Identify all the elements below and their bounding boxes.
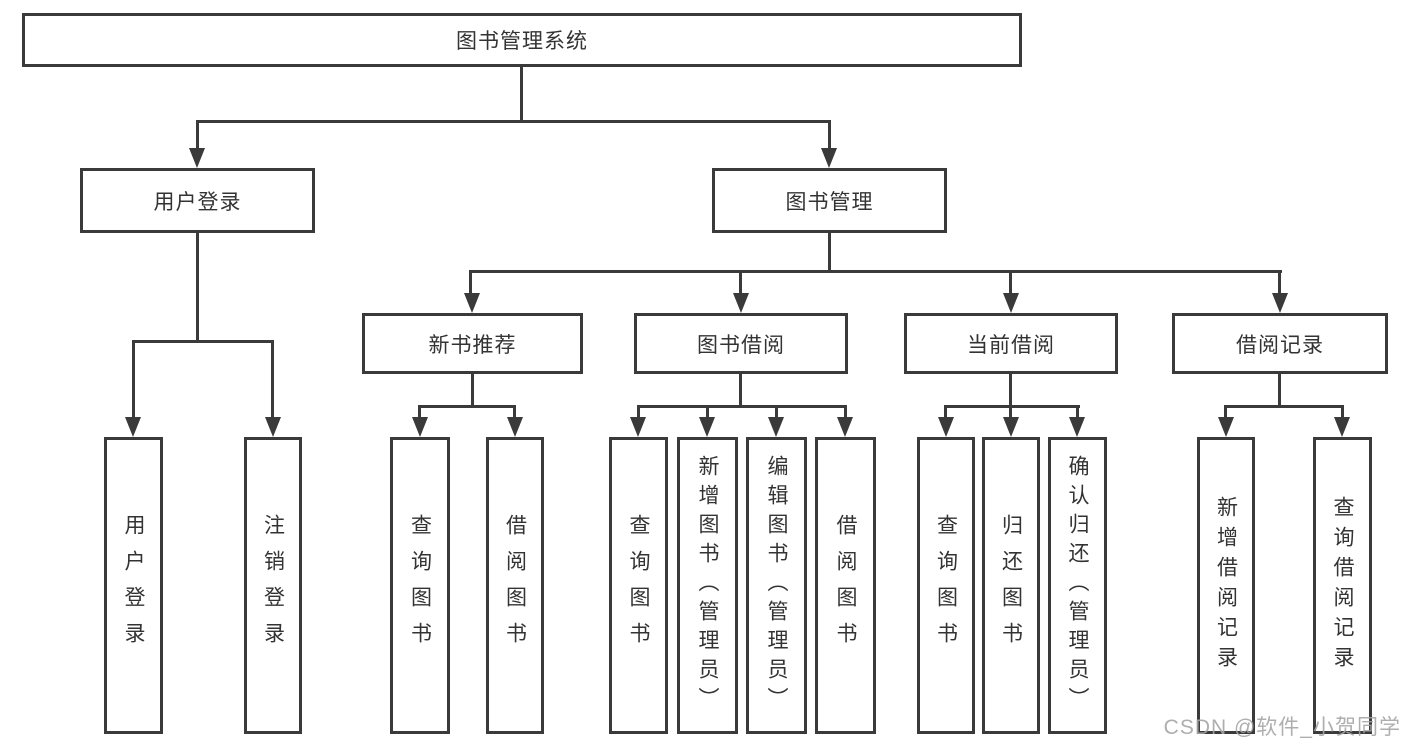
arrow-down-icon xyxy=(412,417,428,437)
arrow-down-icon xyxy=(733,293,749,313)
connector-line xyxy=(844,405,847,417)
connector-line xyxy=(1341,405,1344,417)
leaf-add-borrow-record-label: 新增借阅记录 xyxy=(1214,495,1238,676)
arrow-down-icon xyxy=(464,293,480,313)
arrow-down-icon xyxy=(837,417,853,437)
connector-line xyxy=(739,374,742,405)
leaf-logout: 注销登录 xyxy=(244,437,302,734)
connector-line xyxy=(739,270,742,293)
leaf-logout-label: 注销登录 xyxy=(261,513,285,658)
leaf-confirm-return-admin-label: 确认归还（管理员） xyxy=(1066,455,1089,716)
leaf-user-login-label: 用户登录 xyxy=(122,513,145,658)
connector-line xyxy=(196,233,199,340)
node-root-label: 图书管理系统 xyxy=(456,30,588,53)
arrow-down-icon xyxy=(938,417,954,437)
connector-line xyxy=(1009,405,1012,417)
connector-line xyxy=(1009,374,1012,405)
connector-line xyxy=(471,374,474,405)
node-borrow-records-label: 借阅记录 xyxy=(1236,333,1324,357)
connector-line xyxy=(775,405,778,417)
connector-line xyxy=(1224,405,1344,408)
connector-line xyxy=(132,340,135,417)
connector-line xyxy=(828,120,831,148)
arrow-down-icon xyxy=(768,417,784,437)
node-current-borrow: 当前借阅 xyxy=(904,313,1118,374)
connector-line xyxy=(1278,270,1281,293)
arrow-down-icon xyxy=(1272,293,1288,313)
connector-line xyxy=(706,405,709,417)
connector-line xyxy=(637,405,640,417)
connector-line xyxy=(271,340,274,417)
node-book-management-label: 图书管理 xyxy=(785,190,874,214)
node-book-management: 图书管理 xyxy=(712,168,947,233)
connector-line xyxy=(469,270,472,293)
arrow-down-icon xyxy=(821,148,837,168)
connector-line xyxy=(828,233,831,270)
connector-line xyxy=(944,405,1080,408)
node-user-login: 用户登录 xyxy=(80,168,315,233)
connector-line xyxy=(469,270,1282,273)
arrow-down-icon xyxy=(1218,417,1234,437)
connector-line xyxy=(1076,405,1079,417)
leaf-query-books-borrow-label: 查询图书 xyxy=(627,513,650,658)
leaf-query-borrow-record: 查询借阅记录 xyxy=(1313,437,1372,734)
leaf-return-books-label: 归还图书 xyxy=(999,513,1023,658)
connector-line xyxy=(1009,270,1012,293)
connector-line xyxy=(1278,374,1281,405)
leaf-query-borrow-record-label: 查询借阅记录 xyxy=(1331,495,1354,676)
leaf-edit-book-admin-label: 编辑图书（管理员） xyxy=(765,455,788,716)
leaf-borrow-books-recommend: 借阅图书 xyxy=(486,437,544,734)
leaf-return-books: 归还图书 xyxy=(982,437,1040,734)
node-root: 图书管理系统 xyxy=(22,13,1022,67)
leaf-query-books-recommend-label: 查询图书 xyxy=(408,513,432,658)
arrow-down-icon xyxy=(189,148,205,168)
leaf-add-book-admin: 新增图书（管理员） xyxy=(677,437,738,734)
arrow-down-icon xyxy=(125,417,141,437)
connector-line xyxy=(944,405,947,417)
node-book-borrow: 图书借阅 xyxy=(634,313,848,374)
connector-line xyxy=(418,405,421,417)
arrow-down-icon xyxy=(630,417,646,437)
leaf-borrow-books-label: 借阅图书 xyxy=(834,513,857,658)
connector-line xyxy=(513,405,516,417)
connector-line xyxy=(1224,405,1227,417)
connector-line xyxy=(196,120,199,148)
leaf-edit-book-admin: 编辑图书（管理员） xyxy=(746,437,807,734)
arrow-down-icon xyxy=(507,417,523,437)
arrow-down-icon xyxy=(1003,293,1019,313)
leaf-query-books-recommend: 查询图书 xyxy=(390,437,450,734)
node-new-book-recommend-label: 新书推荐 xyxy=(428,333,517,357)
connector-line xyxy=(196,120,831,123)
leaf-user-login: 用户登录 xyxy=(104,437,163,734)
leaf-query-books-current-label: 查询图书 xyxy=(934,513,958,658)
node-new-book-recommend: 新书推荐 xyxy=(362,313,583,374)
leaf-borrow-books-recommend-label: 借阅图书 xyxy=(503,513,527,658)
leaf-query-books-borrow: 查询图书 xyxy=(609,437,668,734)
node-book-borrow-label: 图书借阅 xyxy=(697,333,785,357)
leaf-query-books-current: 查询图书 xyxy=(917,437,975,734)
connector-line xyxy=(637,405,847,408)
leaf-confirm-return-admin: 确认归还（管理员） xyxy=(1048,437,1107,734)
arrow-down-icon xyxy=(1069,417,1085,437)
leaf-add-book-admin-label: 新增图书（管理员） xyxy=(696,455,719,716)
leaf-add-borrow-record: 新增借阅记录 xyxy=(1197,437,1255,734)
leaf-borrow-books: 借阅图书 xyxy=(815,437,876,734)
node-current-borrow-label: 当前借阅 xyxy=(967,333,1055,357)
node-user-login-label: 用户登录 xyxy=(153,190,242,214)
connector-line xyxy=(132,340,274,343)
connector-line xyxy=(520,67,523,120)
node-borrow-records: 借阅记录 xyxy=(1172,313,1388,374)
arrow-down-icon xyxy=(265,417,281,437)
connector-line xyxy=(418,405,516,408)
arrow-down-icon xyxy=(1334,417,1350,437)
arrow-down-icon xyxy=(699,417,715,437)
arrow-down-icon xyxy=(1003,417,1019,437)
